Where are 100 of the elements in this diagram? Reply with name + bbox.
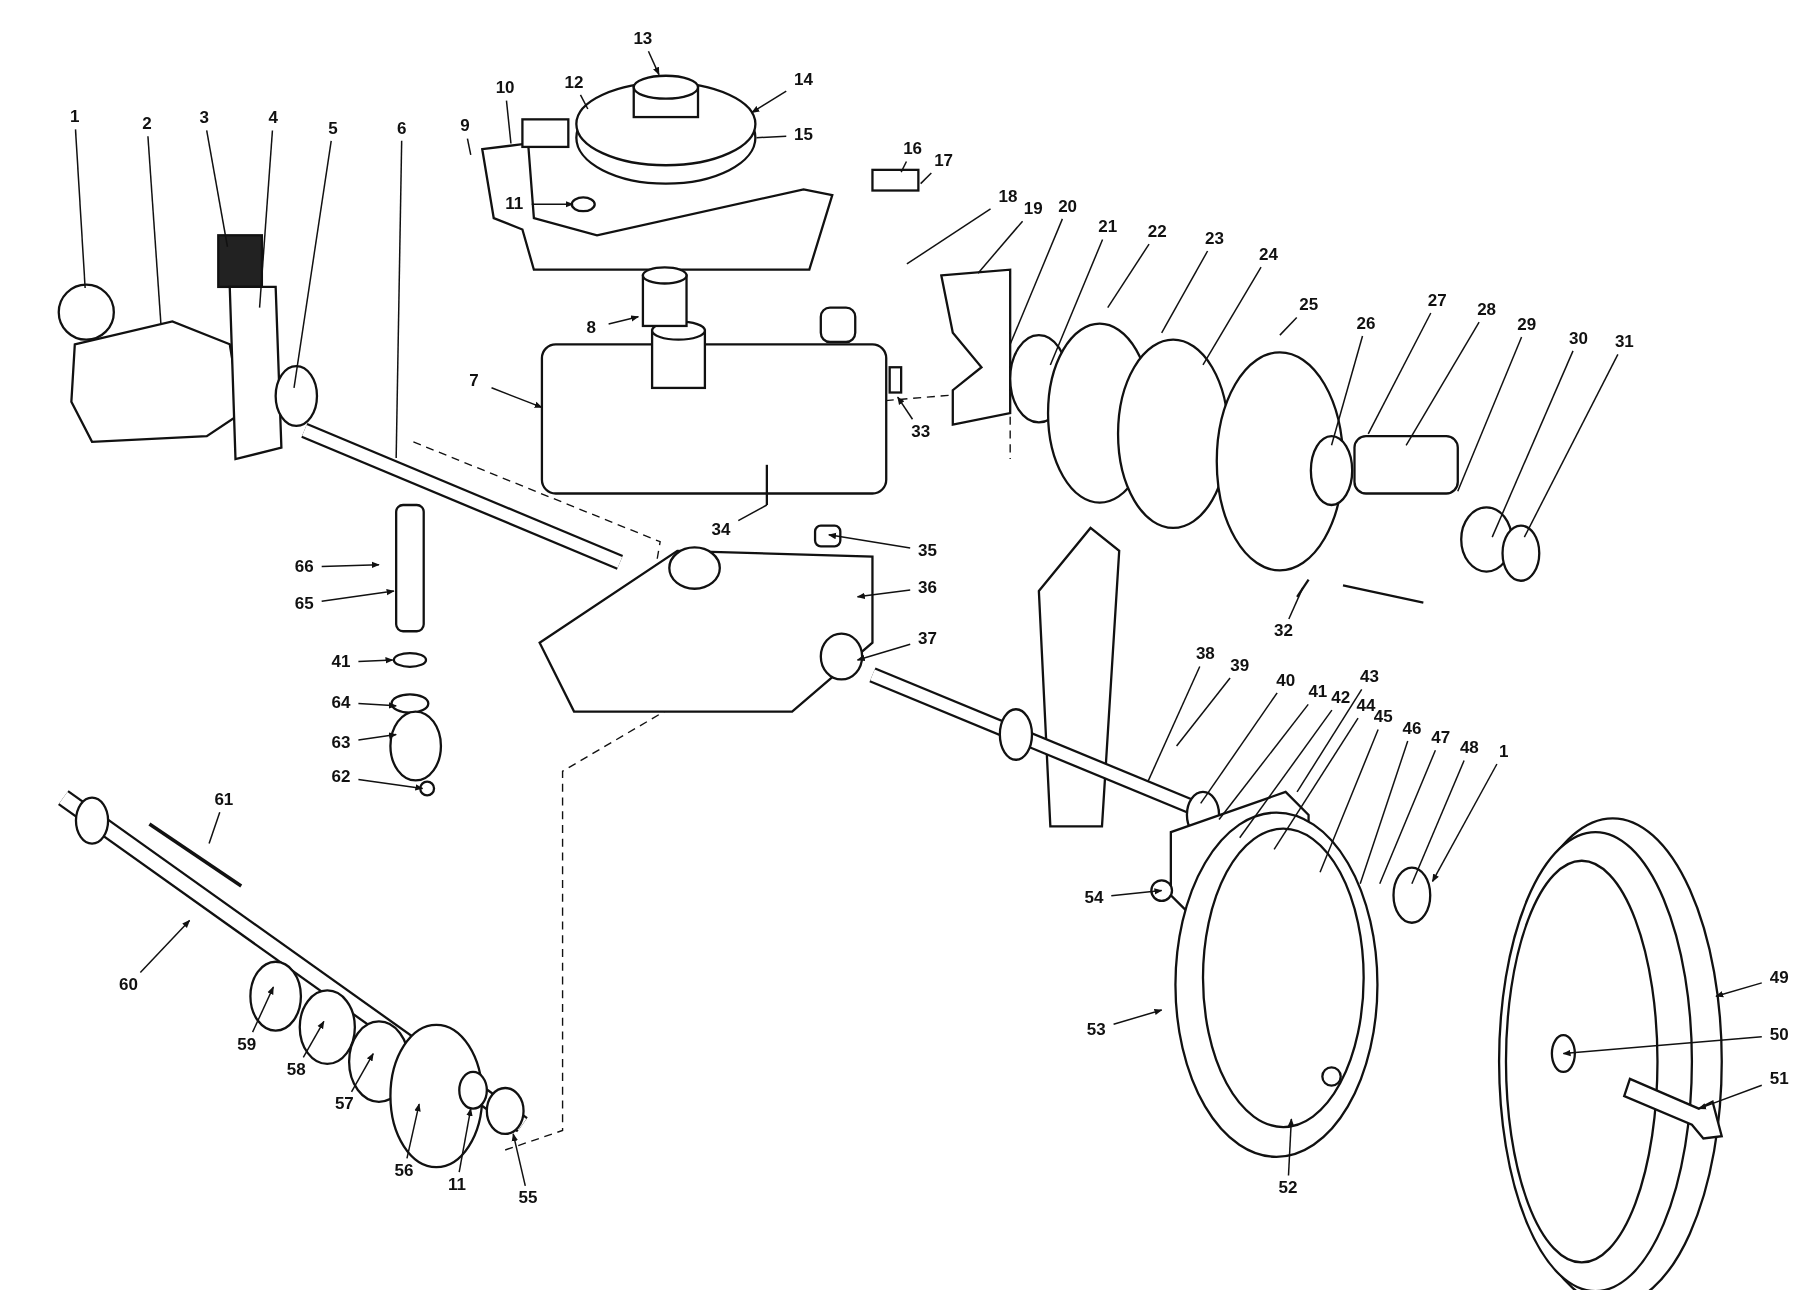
callout-number: 31 — [1609, 332, 1640, 353]
callout-number: 32 — [1268, 621, 1299, 642]
leader-line — [1411, 759, 1465, 885]
callout-number: 5 — [317, 118, 348, 139]
callout-number: 40 — [1270, 670, 1301, 691]
callout-number: 22 — [1142, 221, 1173, 242]
callout-number: 66 — [289, 557, 320, 578]
leader-line — [856, 643, 911, 661]
callout-number: 48 — [1454, 738, 1485, 759]
leader-line — [320, 588, 395, 602]
callout-number: 16 — [897, 139, 928, 160]
leader-line — [357, 657, 394, 664]
callout-number: 63 — [325, 732, 356, 753]
leader-line — [1359, 740, 1409, 885]
leader-line — [302, 1020, 325, 1059]
callout-number: 11 — [441, 1174, 472, 1195]
leader-line — [511, 1133, 527, 1187]
callout-number: 14 — [788, 70, 819, 91]
callout-number: 55 — [513, 1188, 544, 1209]
leader-line — [607, 315, 640, 325]
leader-line — [1288, 586, 1304, 620]
callout-number: 1 — [59, 107, 90, 128]
callout-number: 30 — [1563, 328, 1594, 349]
callout-number: 60 — [113, 974, 144, 995]
leader-line — [458, 1107, 473, 1173]
callout-number: 36 — [912, 577, 943, 598]
leader-line — [293, 140, 332, 389]
leader-line — [1562, 1035, 1763, 1057]
leader-line — [1330, 335, 1364, 447]
leader-line — [1160, 250, 1209, 334]
callout-number: 3 — [189, 108, 220, 129]
leader-line — [906, 208, 992, 265]
leader-line — [139, 919, 191, 974]
leader-line — [1238, 709, 1333, 839]
leader-line — [1367, 312, 1432, 435]
leader-line — [1379, 749, 1437, 885]
callout-number: 6 — [386, 118, 417, 139]
leader-line — [856, 589, 911, 600]
callout-number: 35 — [912, 541, 943, 561]
callout-number: 9 — [449, 116, 480, 137]
leader-line — [1296, 688, 1363, 793]
leader-line — [579, 94, 589, 110]
leader-line — [1698, 1084, 1763, 1110]
callout-number: 56 — [389, 1160, 420, 1181]
leader-line — [505, 99, 512, 145]
leader-line — [258, 129, 274, 309]
callout-number: 29 — [1511, 314, 1542, 335]
leader-line — [1049, 238, 1104, 366]
callout-number: 25 — [1293, 295, 1324, 316]
leader-line — [490, 387, 543, 409]
leader-line — [395, 140, 403, 459]
callout-number: 65 — [289, 593, 320, 614]
leader-line — [406, 1103, 421, 1160]
callout-number: 61 — [208, 790, 239, 811]
callout-number: 24 — [1253, 244, 1284, 265]
leader-line — [1287, 1118, 1295, 1177]
leader-line — [1279, 316, 1298, 336]
callout-number: 47 — [1425, 728, 1456, 749]
leader-line — [896, 396, 914, 420]
leader-line — [1107, 243, 1150, 309]
leader-line — [357, 778, 424, 791]
callout-number: 1 — [1488, 741, 1519, 762]
leader-line — [1009, 218, 1064, 346]
leader-line — [350, 1052, 374, 1093]
callout-number: 50 — [1764, 1025, 1795, 1046]
callout-number: 26 — [1351, 313, 1382, 334]
callout-number: 54 — [1079, 887, 1109, 908]
callout-number: 11 — [499, 194, 530, 215]
leader-line — [1523, 353, 1619, 538]
callout-number: 41 — [325, 652, 356, 673]
callout-number: 37 — [912, 629, 943, 650]
leader-line — [357, 702, 397, 709]
callout-number: 27 — [1422, 290, 1453, 311]
callout-number: 23 — [1199, 228, 1230, 249]
leader-line — [1199, 692, 1278, 805]
callout-number: 38 — [1190, 644, 1221, 665]
leader-line — [1319, 728, 1379, 873]
callout-number: 8 — [576, 318, 607, 339]
leader-line — [147, 135, 162, 325]
callout-number: 10 — [490, 78, 521, 99]
leader-line — [1273, 717, 1359, 851]
callout-number: 39 — [1224, 655, 1255, 676]
leader-line — [828, 532, 911, 549]
callout-number: 51 — [1764, 1069, 1795, 1090]
callout-number: 52 — [1273, 1178, 1303, 1199]
leader-line — [1457, 336, 1523, 492]
callout-number: 12 — [558, 72, 589, 93]
leader-line — [530, 201, 574, 208]
leader-line — [205, 129, 229, 248]
leader-line — [320, 561, 380, 569]
leader-line — [208, 811, 221, 845]
callout-number: 62 — [325, 767, 356, 788]
callout-number: 4 — [258, 108, 289, 129]
leader-line — [647, 50, 660, 76]
callout-number: 49 — [1764, 968, 1795, 989]
leader-line — [1431, 763, 1498, 883]
callout-number: 64 — [325, 692, 356, 713]
callout-number: 33 — [905, 421, 936, 442]
leader-line — [357, 732, 397, 741]
leader-line — [755, 135, 787, 139]
